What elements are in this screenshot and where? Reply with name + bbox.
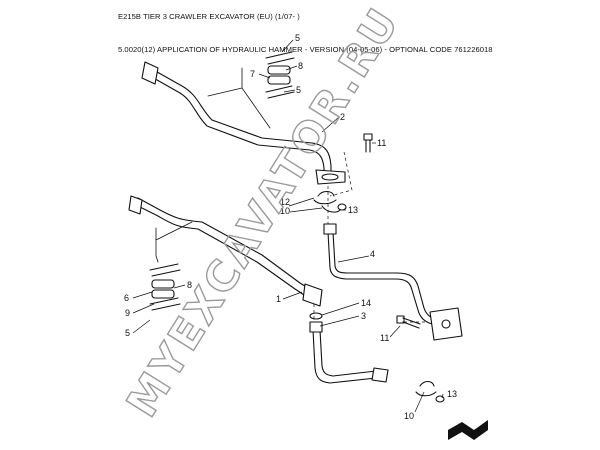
callout-12: 12 [280, 197, 290, 207]
callout-13: 13 [447, 389, 457, 399]
clip-set-upper [313, 190, 347, 213]
callout-13: 13 [348, 205, 358, 215]
clamp-group-lower [149, 263, 181, 311]
callout-9: 9 [125, 308, 130, 318]
clip-set-lower [415, 380, 445, 403]
callout-10: 10 [280, 206, 290, 216]
callout-7: 7 [250, 69, 255, 79]
watermark: MYEXCAVATOR.RU [117, 0, 409, 425]
callout-2: 2 [340, 112, 345, 122]
hose-4 [323, 223, 463, 341]
callout-8: 8 [298, 61, 303, 71]
callout-5: 5 [295, 33, 300, 43]
callout-1: 1 [276, 294, 281, 304]
callout-6: 6 [124, 293, 129, 303]
callout-3: 3 [361, 311, 366, 321]
pipe-upper [141, 61, 346, 185]
o-ring-14 [309, 312, 323, 320]
callout-11: 11 [377, 138, 386, 148]
callout-5: 5 [296, 85, 301, 95]
clamp-group-upper [265, 51, 295, 99]
pipe-lower [128, 195, 323, 307]
diagram-title: E215B TIER 3 CRAWLER EXCAVATOR (EU) (1/0… [118, 12, 300, 21]
bolt-11-upper [363, 133, 373, 153]
diagram-subtitle: 5.0020(12) APPLICATION OF HYDRAULIC HAMM… [118, 45, 493, 54]
callout-4: 4 [370, 249, 375, 259]
callout-11: 11 [380, 333, 389, 343]
callout-14: 14 [361, 298, 371, 308]
bolt-11-lower [396, 315, 421, 329]
callout-5: 5 [125, 328, 130, 338]
page-turn-icon [448, 420, 488, 440]
callout-8: 8 [187, 280, 192, 290]
hose-3 [309, 321, 389, 384]
callout-10: 10 [404, 411, 414, 421]
